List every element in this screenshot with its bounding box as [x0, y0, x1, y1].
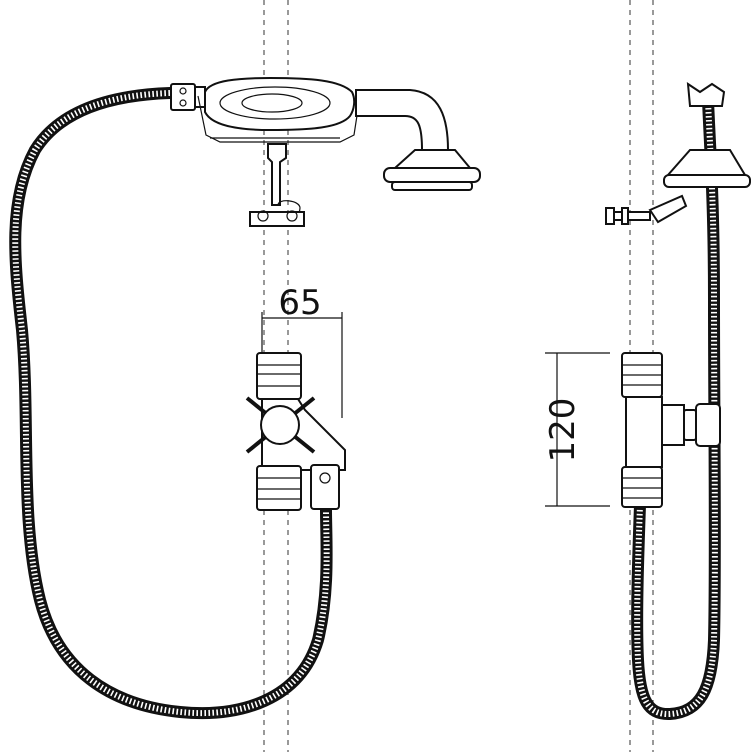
wall-hook-plate [249, 211, 305, 227]
wall-hook [267, 143, 287, 206]
handset-spout-arm [355, 89, 450, 151]
side-hook-pin [609, 211, 651, 221]
side-shower-head [665, 149, 747, 176]
upper-union [256, 352, 302, 400]
cradle-bracket [197, 95, 361, 143]
side-valve-body [625, 396, 663, 468]
shower-head [392, 149, 473, 169]
dimension-height: 120 [543, 352, 610, 507]
dimension-height-label: 120 [543, 398, 583, 463]
side-lower-union [621, 466, 663, 508]
dimension-width-label: 65 [278, 283, 321, 323]
hose-outlet-nut [310, 464, 340, 510]
cross-handle-hub[interactable] [260, 405, 300, 445]
lower-union [256, 465, 302, 511]
dimension-width: 65 [261, 283, 343, 418]
handset-handle [204, 76, 356, 132]
side-valve-spindle[interactable] [683, 409, 697, 441]
side-hook-arm [648, 194, 688, 224]
front-hose [9, 87, 333, 720]
mixer-valve-front [245, 352, 346, 511]
side-hose [631, 94, 721, 720]
side-valve-outlet [661, 404, 685, 446]
mixer-valve-side [621, 352, 721, 508]
handset-side [605, 82, 751, 225]
handset-front [170, 76, 481, 227]
side-hose-swivel [686, 82, 726, 107]
